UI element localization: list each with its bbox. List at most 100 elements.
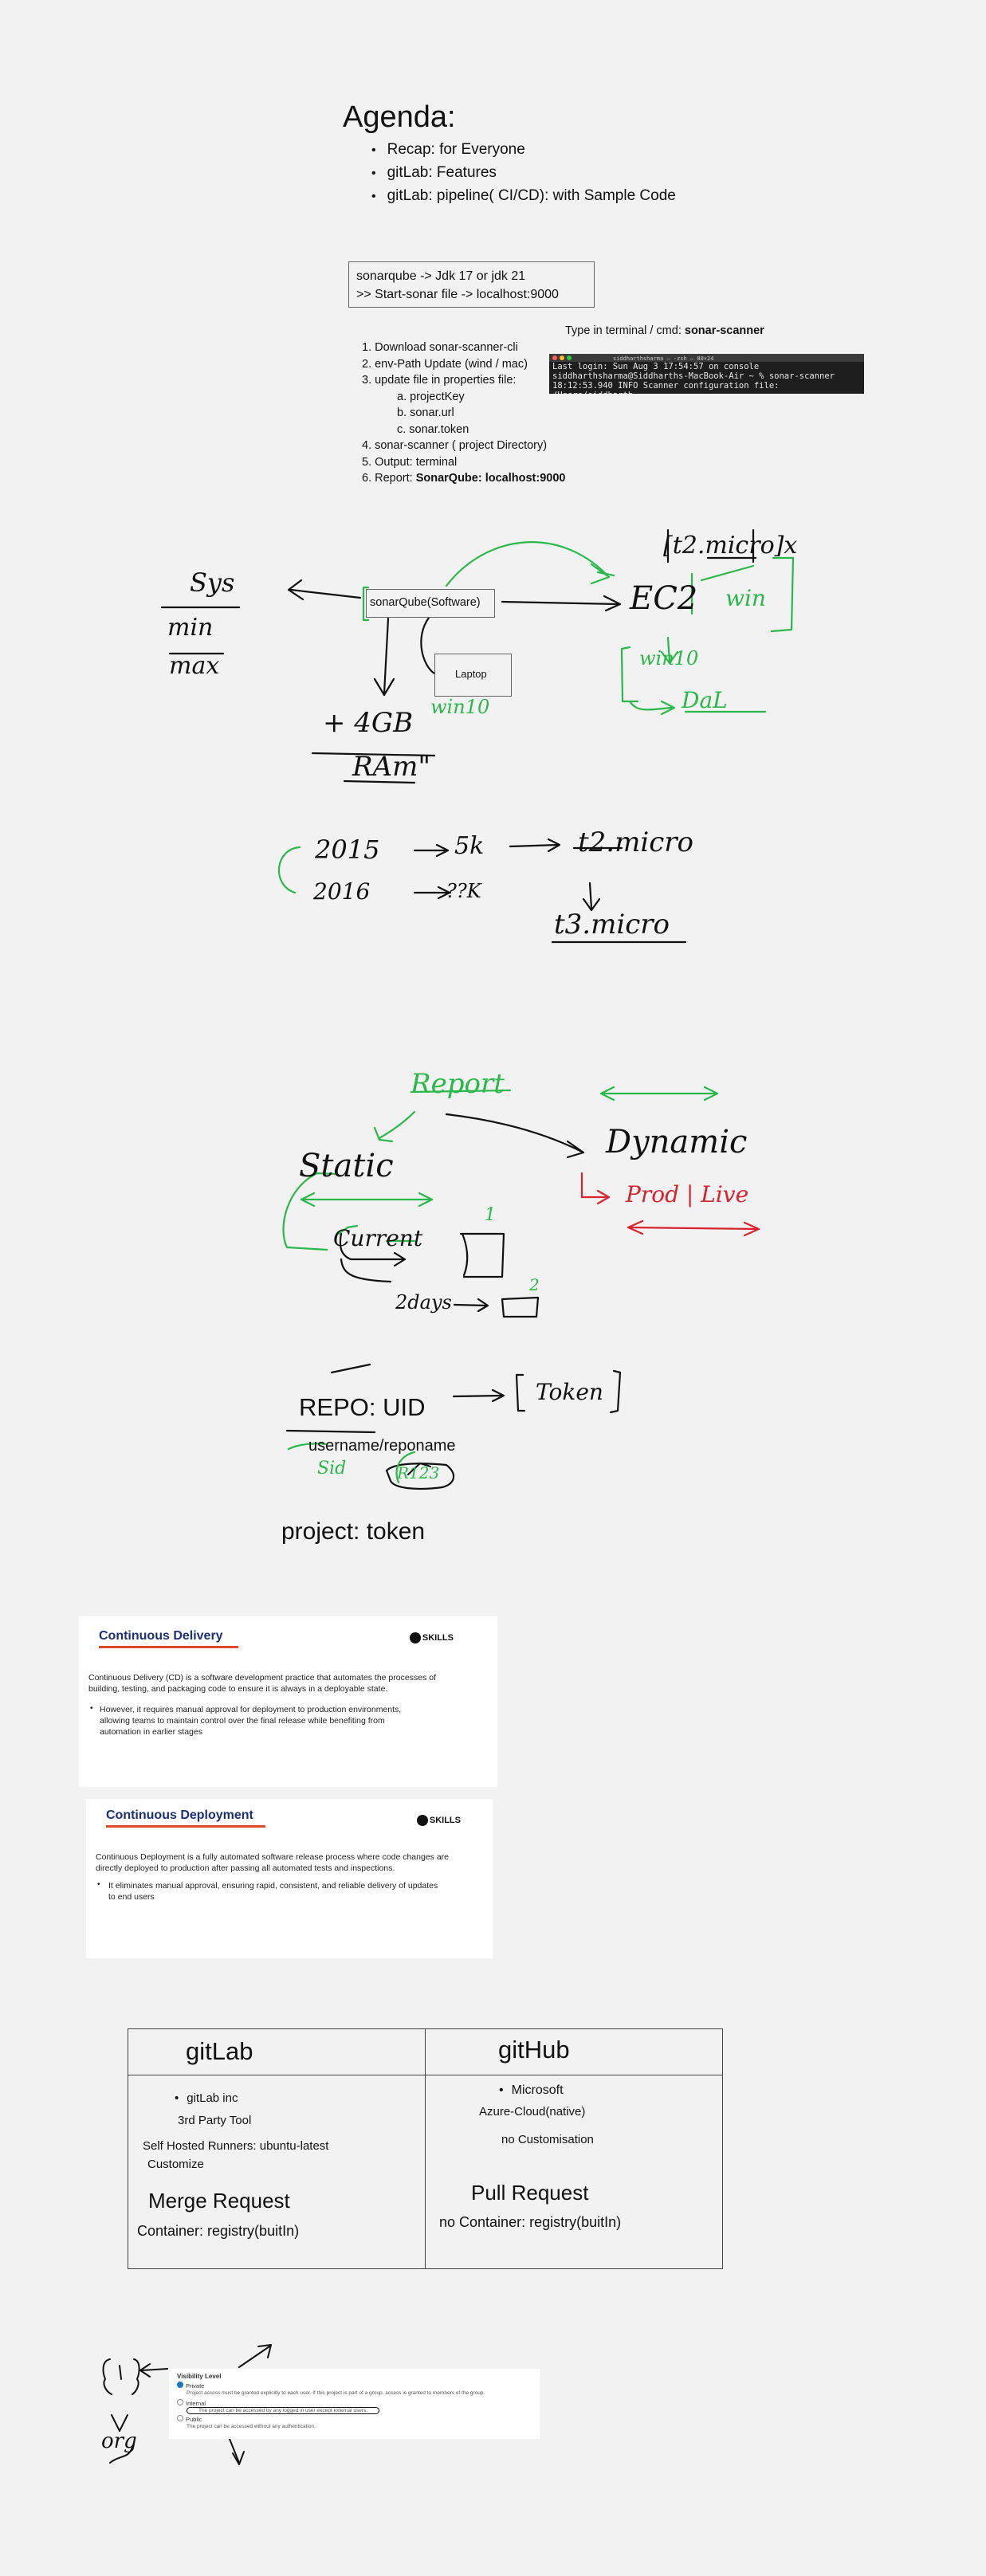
slide-title: Continuous Delivery [99, 1629, 223, 1643]
comparison-divider [425, 2029, 426, 2268]
github-microsoft-label: Microsoft [511, 2083, 564, 2097]
brand-label: SKILLS [429, 1815, 461, 1825]
org-note: org [101, 2429, 137, 2453]
radio-icon [177, 2415, 183, 2421]
terminal-hint: Type in terminal / cmd: sonar-scanner [565, 324, 764, 337]
gitlab-customize: Customize [147, 2158, 204, 2171]
static-note: Static [299, 1148, 394, 1184]
step-subitem: a. projectKey [397, 390, 465, 403]
terminal-hint-command: sonar-scanner [684, 324, 764, 337]
title-underline [106, 1825, 265, 1828]
radio-private[interactable]: Private [177, 2382, 204, 2389]
skills-logo: SKILLS [416, 1815, 461, 1826]
slide-paragraph: Continuous Delivery (CD) is a software d… [88, 1673, 436, 1694]
gitlab-inc-label: gitLab inc [187, 2091, 238, 2105]
public-desc: The project can be accessed without any … [187, 2424, 316, 2429]
laptop-label: Laptop [455, 668, 487, 680]
current-note: Current [333, 1225, 423, 1251]
max-note: max [169, 652, 220, 680]
close-dot-icon [552, 355, 557, 360]
instance-note: [t2.micro]x [663, 532, 798, 560]
bullet-icon: • [90, 1704, 93, 1713]
github-heading: gitHub [498, 2036, 570, 2064]
steps-list: 1. Download sonar-scanner-cli 2. env-Pat… [362, 340, 565, 487]
dal-note: DaL [682, 687, 728, 713]
laptop-box: Laptop [434, 654, 512, 697]
step-subitem: b. sonar.url [397, 406, 454, 419]
terminal-hint-prefix: Type in terminal / cmd: [565, 324, 685, 337]
radio-icon [177, 2399, 183, 2405]
github-microsoft: •Microsoft [499, 2083, 564, 2097]
terminal-line: 18:12:53.940 INFO Scanner configuration … [552, 381, 780, 394]
step-item: 2. env-Path Update (wind / mac) [362, 357, 528, 371]
slide-title: Continuous Deployment [106, 1808, 253, 1822]
bullet-icon: • [97, 1880, 100, 1889]
gitlab-container: Container: registry(buitIn) [137, 2223, 300, 2239]
year-note: 2016 [313, 878, 371, 905]
repo-uid: REPO: UID [299, 1393, 426, 1421]
visibility-settings: Visibility Level Private Project access … [169, 2369, 540, 2439]
value-note: 5k [454, 832, 485, 860]
sonar-info-box: sonarqube -> Jdk 17 or jdk 21 >> Start-s… [348, 261, 595, 308]
report-note: Report [411, 1068, 505, 1100]
sys-note: Sys [190, 567, 235, 598]
maximize-dot-icon [567, 355, 572, 360]
gitlab-runners: Self Hosted Runners: ubuntu-latest [143, 2139, 329, 2153]
sonar-info-line: >> Start-sonar file -> localhost:9000 [356, 288, 559, 301]
step-subitem: c. sonar.token [397, 422, 469, 436]
win-note: win [725, 585, 766, 611]
logo-icon [409, 1632, 421, 1643]
dynamic-note: Dynamic [606, 1124, 748, 1160]
count-note: 1 [485, 1205, 496, 1225]
agenda-item: gitLab: pipeline( CI/CD): with Sample Co… [371, 185, 676, 208]
sonarqube-box: sonarQube(Software) [366, 589, 495, 618]
gitlab-merge-request: Merge Request [148, 2189, 290, 2213]
title-underline [99, 1646, 238, 1648]
terminal-screenshot: siddharthsharma — -zsh — 80×24 Last logi… [549, 354, 864, 394]
github-azure: Azure-Cloud(native) [479, 2105, 586, 2119]
radio-icon [177, 2382, 183, 2388]
gitlab-github-comparison: gitLab gitHub •gitLab inc 3rd Party Tool… [128, 2028, 723, 2269]
gitlab-inc: •gitLab inc [175, 2091, 238, 2105]
sonar-info-line: sonarqube -> Jdk 17 or jdk 21 [356, 269, 526, 283]
github-nocustom: no Customisation [501, 2133, 594, 2146]
skills-logo: SKILLS [409, 1632, 454, 1643]
internal-label: Internal [186, 2400, 206, 2407]
step-item: 1. Download sonar-scanner-cli [362, 341, 518, 354]
sid-note: Sid [317, 1459, 347, 1478]
sonarqube-label: sonarQube(Software) [370, 596, 481, 609]
internal-desc: The project can be accessed by any logge… [187, 2407, 380, 2414]
report-value: SonarQube: localhost:9000 [415, 472, 566, 485]
win10-note: win10 [430, 696, 490, 718]
slide-paragraph: Continuous Deployment is a fully automat… [96, 1852, 449, 1873]
terminal-line: Last login: Sun Aug 3 17:54:57 on consol… [552, 362, 760, 371]
t3micro-note: t3.micro [554, 909, 670, 940]
visibility-heading: Visibility Level [177, 2373, 222, 2380]
step-item: 5. Output: terminal [362, 455, 458, 469]
github-container: no Container: registry(buitIn) [439, 2214, 622, 2230]
slide-bullet: It eliminates manual approval, ensuring … [108, 1881, 438, 1902]
prodlive-note: Prod | Live [626, 1181, 749, 1208]
radio-public[interactable]: Public [177, 2415, 202, 2423]
token-note: Token [536, 1379, 603, 1405]
agenda-item: Recap: for Everyone [371, 139, 676, 162]
year-note: 2015 [315, 834, 380, 865]
private-label: Private [186, 2382, 205, 2389]
radio-internal[interactable]: Internal [177, 2399, 206, 2407]
private-desc: Project access must be granted explicitl… [187, 2390, 485, 2396]
win10-note: win10 [639, 647, 699, 670]
agenda-list: Recap: for Everyone gitLab: Features git… [371, 139, 676, 208]
step-item: 3. update file in properties file: [362, 374, 517, 387]
slide-bullet: However, it requires manual approval for… [100, 1705, 402, 1737]
count-note: 2 [529, 1275, 540, 1294]
ram-note: RAm" [352, 751, 431, 783]
logo-icon [416, 1815, 428, 1826]
github-pull-request: Pull Request [471, 2181, 589, 2205]
twodays-note: 2days [395, 1291, 452, 1314]
value-note: ??K [446, 880, 481, 902]
agenda-title: Agenda: [343, 100, 456, 134]
terminal-title: siddharthsharma — -zsh — 80×24 [613, 355, 714, 362]
t2micro-note: t2.micro [578, 827, 693, 858]
gitlab-heading: gitLab [186, 2037, 253, 2065]
slide-continuous-deployment: Continuous Deployment SKILLS Continuous … [86, 1799, 493, 1958]
